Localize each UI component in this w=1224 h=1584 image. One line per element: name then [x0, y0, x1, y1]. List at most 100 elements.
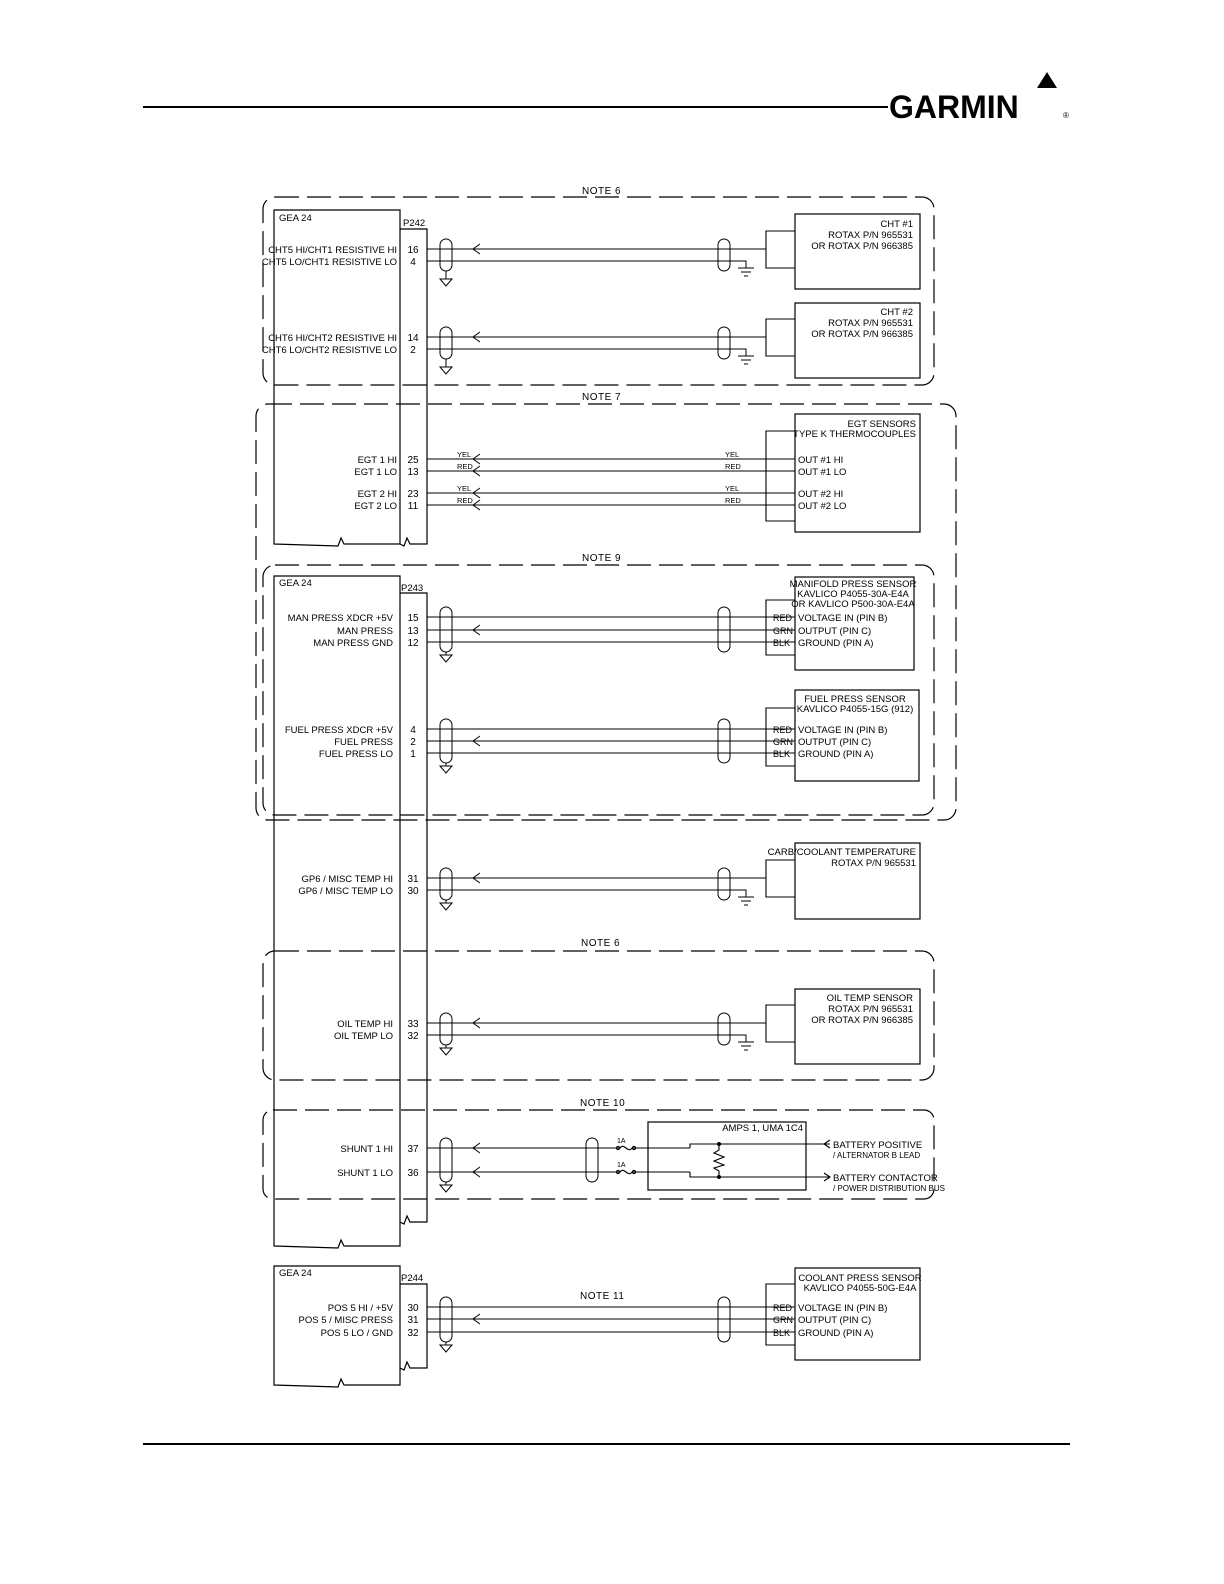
sensor-carb-box — [794, 842, 921, 920]
fuse-rating-hi: 1A — [617, 1138, 626, 1145]
fuel-ground: GROUND (PIN A) — [798, 749, 873, 760]
signal-man-xdcr: MAN PRESS XDCR +5V — [288, 613, 394, 624]
power-bus-label: / POWER DISTRIBUTION BUS — [833, 1184, 945, 1193]
junction-dot — [717, 1175, 721, 1179]
shield-icon — [717, 606, 731, 653]
chassis-ground-icon — [438, 1045, 454, 1056]
pin-30-gp6: 30 — [407, 886, 419, 897]
signal-egt1-hi: EGT 1 HI — [358, 455, 397, 466]
gea24-unit-a-outline — [273, 209, 401, 547]
pin-25: 25 — [407, 455, 419, 466]
battery-contactor-label: BATTERY CONTACTOR — [833, 1173, 938, 1184]
earth-ground-icon — [726, 348, 754, 365]
pin-32-pos5: 32 — [407, 1328, 419, 1339]
lead-fuel — [765, 707, 795, 767]
egt-out1-lo: OUT #1 LO — [798, 467, 846, 478]
arrow-icon — [823, 1172, 831, 1182]
alternator-lead-label: / ALTERNATOR B LEAD — [833, 1151, 920, 1160]
connector-p243-label: P243 — [401, 583, 423, 594]
sensor-cht1-box — [794, 213, 921, 290]
signal-pos5-lo: POS 5 LO / GND — [321, 1328, 393, 1339]
wire-color-red: RED — [773, 725, 793, 735]
earth-ground-icon — [726, 889, 754, 906]
garmin-logo-triangle-icon — [1037, 72, 1057, 88]
pin-2-fuel: 2 — [410, 737, 416, 748]
signal-gp6-lo: GP6 / MISC TEMP LO — [298, 886, 393, 897]
fuse-terminal-icon — [631, 1145, 637, 1151]
man-output: OUTPUT (PIN C) — [798, 626, 871, 637]
chassis-ground-icon — [438, 1342, 454, 1353]
note9-label: NOTE 9 — [582, 553, 621, 564]
egt-out2-hi: OUT #2 HI — [798, 489, 843, 500]
oil-pn: ROTAX P/N 965531 — [828, 1004, 913, 1015]
signal-man-gnd: MAN PRESS GND — [313, 638, 393, 649]
fuse-terminal-icon — [631, 1169, 637, 1175]
wire-color-grn: GRN — [773, 737, 793, 747]
earth-ground-icon — [726, 260, 754, 277]
pin-32-oil: 32 — [407, 1031, 419, 1042]
garmin-logo: GARMIN — [889, 89, 1019, 125]
pin-14: 14 — [407, 333, 419, 344]
resistor-icon — [712, 1144, 726, 1177]
shield-icon — [717, 1296, 731, 1343]
note11-label: NOTE 11 — [580, 1291, 624, 1302]
fuse-rating-lo: 1A — [617, 1162, 626, 1169]
arrow-icon — [472, 465, 481, 477]
oil-title: OIL TEMP SENSOR — [827, 993, 914, 1004]
shield-icon — [717, 238, 731, 272]
chassis-ground-icon — [438, 359, 454, 375]
chassis-ground-icon — [438, 900, 454, 911]
arrow-icon — [472, 1166, 481, 1178]
man-title: MANIFOLD PRESS SENSOR — [790, 579, 917, 590]
egt-type: TYPE K THERMOCOUPLES — [793, 429, 916, 440]
note6-label-top: NOTE 6 — [582, 186, 621, 197]
wire-color-red: RED — [725, 496, 741, 505]
signal-egt1-lo: EGT 1 LO — [354, 467, 397, 478]
note7-boundary — [255, 403, 957, 821]
arrow-icon — [472, 243, 481, 255]
pin-30-pos5: 30 — [407, 1303, 419, 1314]
man-ground: GROUND (PIN A) — [798, 638, 873, 649]
cool-voltage-in: VOLTAGE IN (PIN B) — [798, 1303, 887, 1314]
chassis-ground-icon — [438, 763, 454, 774]
fuel-voltage-in: VOLTAGE IN (PIN B) — [798, 725, 887, 736]
cool-title: COOLANT PRESS SENSOR — [798, 1273, 921, 1284]
egt-title: EGT SENSORS — [848, 419, 916, 430]
wire-color-yel: YEL — [457, 484, 471, 493]
wire-color-yel: YEL — [457, 450, 471, 459]
pin-1: 1 — [410, 749, 416, 760]
wire-color-blk: BLK — [773, 638, 790, 648]
note10-boundary — [262, 1109, 935, 1200]
arrow-icon — [472, 499, 481, 511]
pin-33: 33 — [407, 1019, 419, 1030]
chassis-ground-icon — [438, 652, 454, 663]
wire-color-red: RED — [773, 613, 793, 623]
signal-fuel-press: FUEL PRESS — [334, 737, 393, 748]
connector-p244-strip — [399, 1283, 428, 1371]
wire-color-blk: BLK — [773, 749, 790, 759]
shield-icon — [439, 238, 453, 272]
signal-cht6-hi: CHT6 HI/CHT2 RESISTIVE HI — [268, 333, 397, 344]
lead-cool — [765, 1283, 795, 1346]
man-voltage-in: VOLTAGE IN (PIN B) — [798, 613, 887, 624]
signal-oil-hi: OIL TEMP HI — [337, 1019, 393, 1030]
lead-man — [765, 599, 795, 656]
pin-12: 12 — [407, 638, 419, 649]
amps-shunt-box — [647, 1121, 807, 1191]
cht2-title: CHT #2 — [880, 307, 913, 318]
chassis-ground-icon — [438, 271, 454, 287]
signal-oil-lo: OIL TEMP LO — [334, 1031, 393, 1042]
man-alt-pn: OR KAVLICO P500-30A-E4A — [791, 599, 915, 610]
battery-positive-label: BATTERY POSITIVE — [833, 1140, 922, 1151]
shield-icon — [717, 326, 731, 360]
lead-cht2 — [765, 318, 795, 357]
signal-cht6-lo: CHT6 LO/CHT2 RESISTIVE LO — [262, 345, 397, 356]
cool-ground: GROUND (PIN A) — [798, 1328, 873, 1339]
chassis-ground-icon — [438, 1182, 454, 1193]
arrow-icon — [472, 624, 481, 636]
signal-cht5-lo: CHT5 LO/CHT1 RESISTIVE LO — [262, 257, 397, 268]
pin-15: 15 — [407, 613, 419, 624]
gea24-label-b: GEA 24 — [279, 578, 312, 589]
pin-13-man: 13 — [407, 626, 419, 637]
pin-36: 36 — [407, 1168, 419, 1179]
